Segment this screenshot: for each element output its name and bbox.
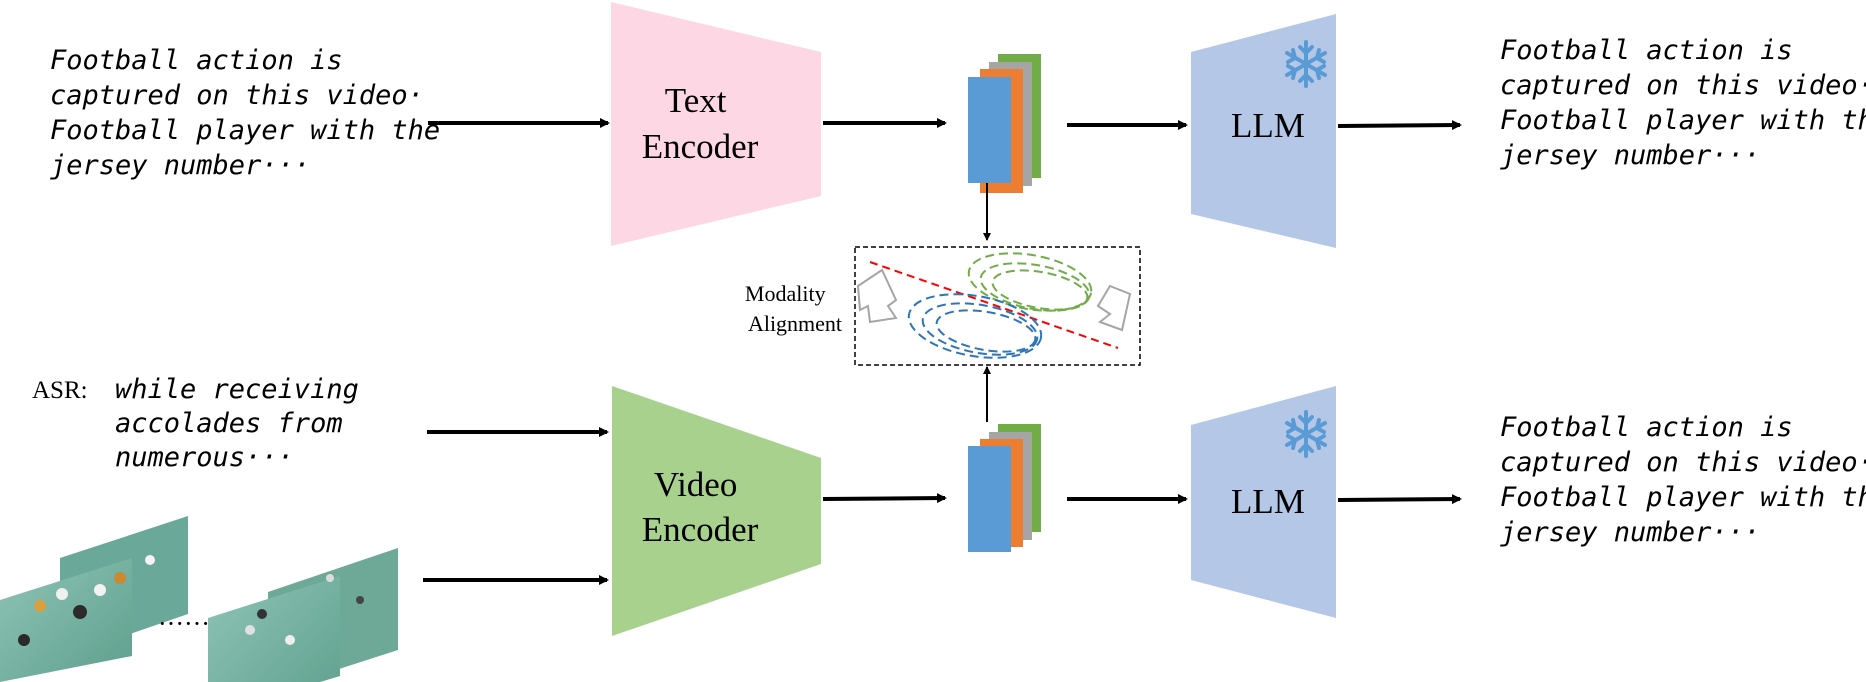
text-token-stack [968,54,1041,193]
modality-alignment-label: Modality Alignment [745,281,842,336]
video-frame [208,576,340,682]
token-blue [968,77,1011,183]
pull-arrow-icon-right [1096,284,1132,332]
llm-bottom: LLM [1191,386,1336,618]
top-output-text: Football action is captured on this vide… [1500,35,1866,171]
top-input-text: Football action is captured on this vide… [50,45,456,181]
llm-bottom-label: LLM [1231,482,1305,521]
text-encoder-label: Text Encoder [642,81,759,166]
players [18,555,155,646]
llm-top-label: LLM [1231,106,1305,145]
alignment-divider [869,261,1119,349]
alignment-box [854,246,1141,366]
video-frames: ······ [0,516,398,682]
bottom-output-text: Football action is captured on this vide… [1500,412,1866,548]
video-embedding-cluster [907,293,1043,359]
arrow-llm-bottom-to-output [1337,494,1462,505]
video-token-stack [968,424,1041,552]
snowflake-icon [1285,410,1327,458]
players [245,574,364,645]
frames-ellipsis: ······ [158,609,210,638]
snowflake-icon [1285,40,1327,88]
video-encoder-shape [612,386,821,636]
modality-alignment: Modality Alignment [745,246,1141,366]
llm-bottom-shape [1191,386,1336,618]
token-blue [968,446,1011,552]
video-encoder-label: Video Encoder [642,465,759,549]
asr-text: while receiving accolades from numerous·… [115,374,375,473]
arrow-video-encoder-to-tokens [822,493,947,504]
llm-top-shape [1191,14,1336,248]
pull-arrow-icon-left [856,268,898,324]
text-embedding-cluster [967,252,1093,312]
arrow-llm-top-to-output [1337,120,1462,131]
text-encoder-shape [611,2,821,246]
llm-top: LLM [1191,14,1336,248]
asr-label: ASR: [32,377,88,404]
video-encoder: Video Encoder [612,386,821,636]
text-encoder: Text Encoder [611,2,821,246]
